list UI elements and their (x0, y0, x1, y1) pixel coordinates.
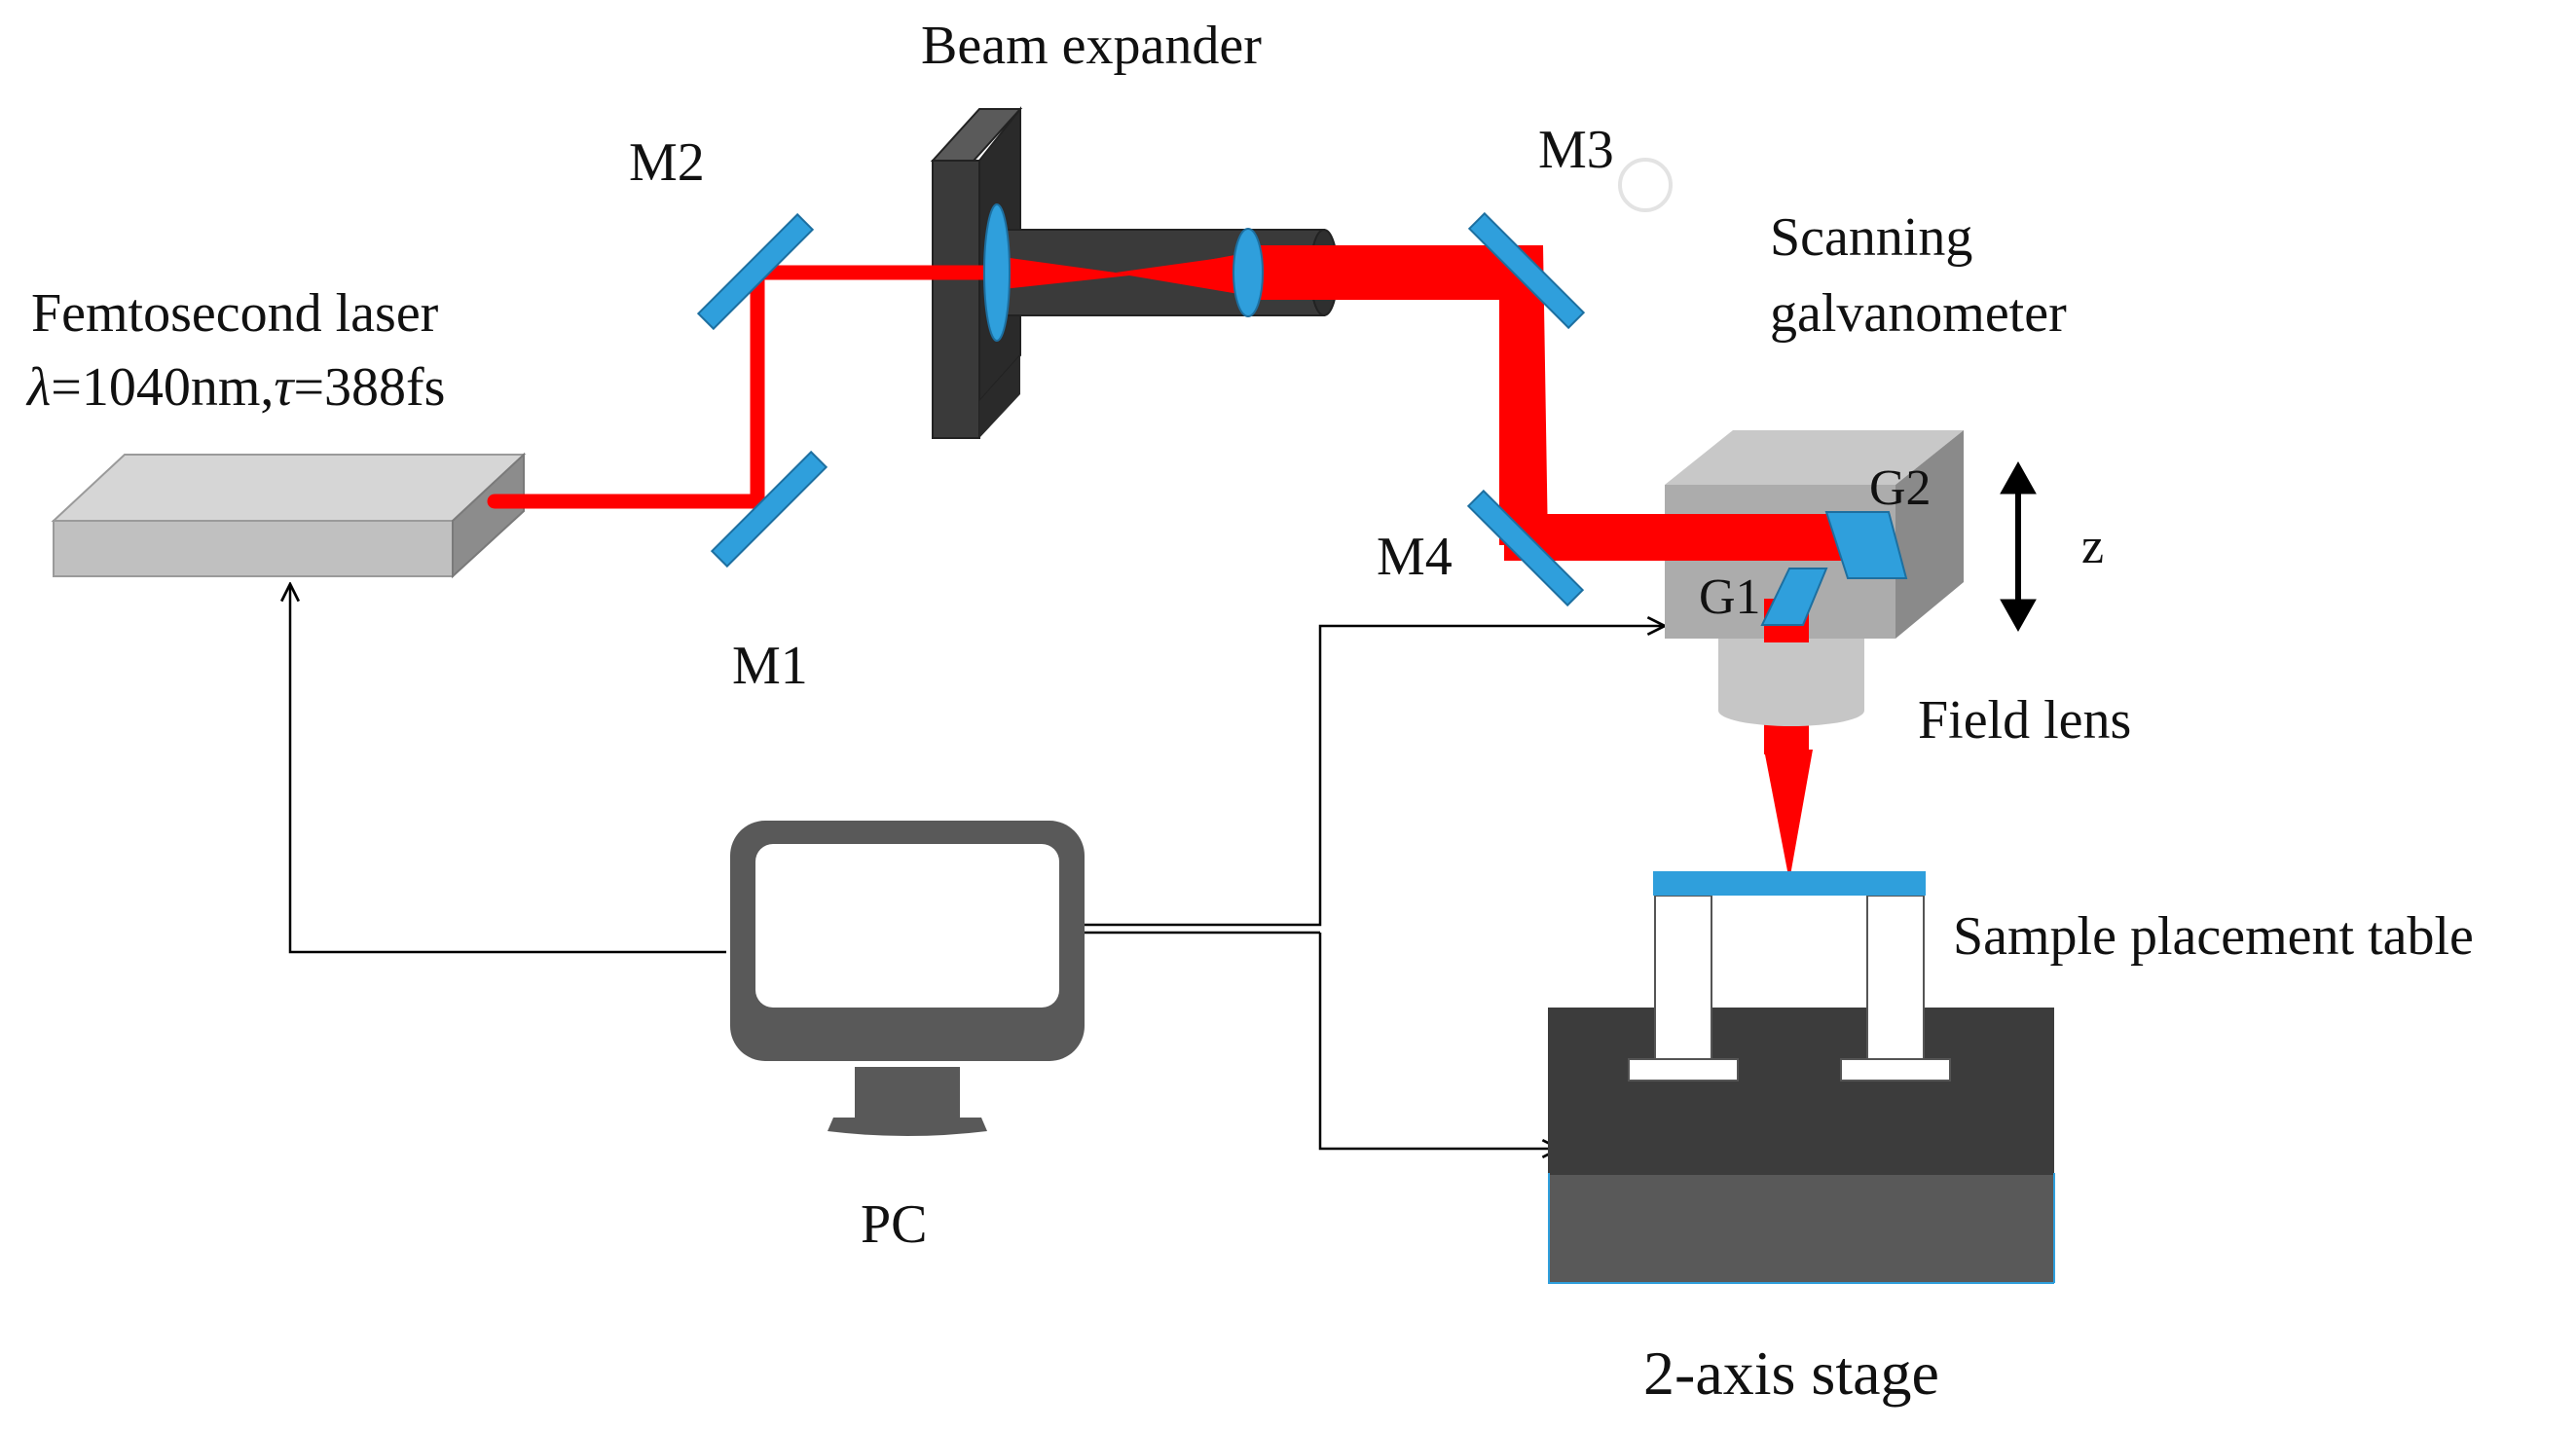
galvo-mirror-g1-icon (1760, 568, 1828, 626)
z-axis-arrow (2000, 460, 2037, 633)
lens-icon (983, 203, 1011, 342)
beam-focus-to-sample (1764, 750, 1813, 881)
laser-box-icon (51, 452, 527, 579)
wire-pc-to-laser (290, 584, 726, 954)
field-lens-label: Field lens (1918, 690, 2131, 751)
mirror-m4-label: M4 (1377, 527, 1453, 587)
stage-lower (1548, 1173, 2054, 1283)
sample-stage (1548, 871, 2055, 1284)
monitor-base (828, 1118, 987, 1136)
table-foot-right (1840, 1058, 1951, 1082)
mirror-m1-icon (710, 450, 828, 568)
lens-icon (1233, 228, 1264, 317)
circle-mark (1618, 158, 1673, 212)
expander-plate-edge-lower (979, 355, 1020, 438)
monitor-screen (755, 844, 1059, 1008)
mirror-m3-icon (1467, 211, 1586, 330)
pc-label: PC (861, 1194, 928, 1255)
sample-table-label: Sample placement table (1953, 906, 2474, 967)
z-axis-label: z (2081, 519, 2104, 574)
beam-expanded-to-m3 (1246, 245, 1543, 300)
mirror-m2-label: M2 (629, 132, 705, 193)
mirror-m4-icon (1466, 489, 1585, 607)
mirrors (696, 211, 1586, 607)
galvo-side (1895, 430, 1964, 639)
monitor-neck (855, 1067, 960, 1118)
beam-expander-focus (1003, 251, 1256, 297)
galvo-g2-label: G2 (1869, 460, 1932, 516)
mirror-m3-label: M3 (1538, 120, 1614, 180)
beam-m3-to-m4 (1499, 245, 1548, 545)
monitor-icon (730, 821, 1085, 1136)
galvo-label-line2: galvanometer (1770, 283, 2067, 344)
table-leg-right (1866, 895, 1925, 1062)
galvo-mirror-g2-icon (1824, 511, 1908, 579)
expander-lenses (983, 203, 1264, 342)
beam-expander-label: Beam expander (921, 16, 1262, 76)
table-foot-left (1628, 1058, 1739, 1082)
mirror-m2-icon (696, 212, 815, 331)
labels: Femtosecond laser λ=1040nm,τ=388fs M1 M2… (25, 16, 2474, 1408)
laser-name-label: Femtosecond laser (31, 283, 439, 344)
galvo-g1-label: G1 (1699, 569, 1761, 625)
field-lens (1718, 638, 1864, 711)
wire-pc-to-galvo (1077, 626, 1665, 927)
galvo-label-line1: Scanning (1770, 207, 1972, 268)
laser-beam (487, 245, 1864, 881)
expander-plate-front (932, 160, 980, 439)
laser-params-label: λ=1040nm,τ=388fs (25, 357, 445, 418)
galvanometer (1665, 430, 1964, 726)
galvo-top (1665, 430, 1964, 485)
wire-pc-to-stage (1318, 933, 1560, 1149)
sample-plate (1653, 871, 1926, 896)
stage-upper (1548, 1008, 2054, 1175)
table-leg-left (1654, 895, 1712, 1062)
stage-label: 2-axis stage (1643, 1338, 1939, 1408)
mirror-m1-label: M1 (732, 636, 808, 696)
control-wires (290, 584, 1665, 1149)
